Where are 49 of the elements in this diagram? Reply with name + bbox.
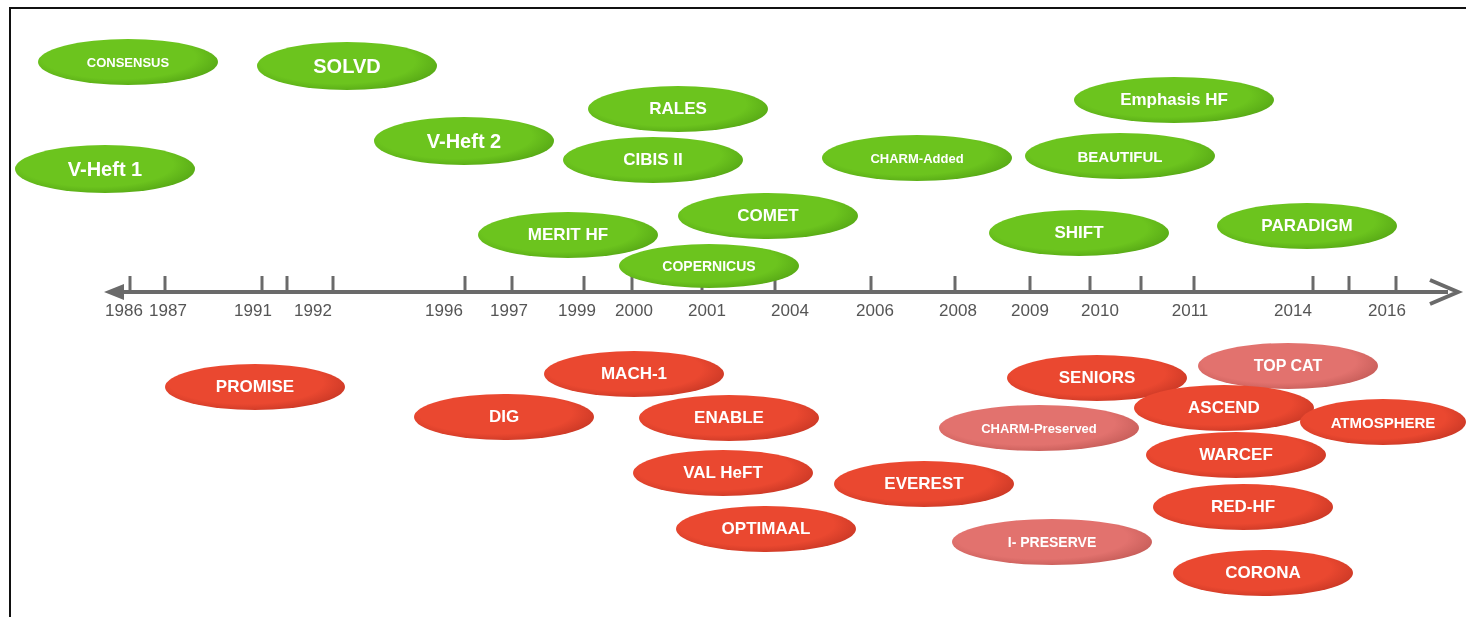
year-label: 1987 [149,301,187,321]
trial-name: CORONA [1225,563,1301,583]
trial-name: V-Heft 1 [67,157,143,181]
trial-name: I- PRESERVE [1007,534,1097,550]
year-label: 2000 [615,301,653,321]
year-label: 1997 [490,301,528,321]
trial-name: DIG [488,407,520,427]
year-label: 2016 [1368,301,1406,321]
trial-name: V-Heft 2 [426,129,502,153]
trial-name: Emphasis HF [1120,90,1228,110]
trial-name: TOP CAT [1253,357,1323,375]
trial-ellipse [1134,385,1314,431]
trial-name: SHIFT [1054,223,1104,243]
trial-name: ENABLE [694,408,764,428]
year-label: 2009 [1011,301,1049,321]
trial-name: CHARM-Added [870,150,964,166]
trial-name: PARADIGM [1261,216,1353,236]
year-label: 1992 [294,301,332,321]
trial-name: ATMOSPHERE [1330,413,1436,431]
year-label: 1999 [558,301,596,321]
year-label: 2008 [939,301,977,321]
trial-name: CIBIS II [623,150,683,170]
trial-name: SENIORS [1058,368,1136,388]
trial-name: ASCEND [1188,398,1260,418]
year-label: 1996 [425,301,463,321]
year-label: 2001 [688,301,726,321]
year-label: 2004 [771,301,809,321]
year-label: 2011 [1171,301,1209,321]
year-label: 1991 [234,301,272,321]
trial-name: SOLVD [313,54,381,78]
year-label: 1986 [105,301,143,321]
trial-name: COPERNICUS [662,258,756,274]
trial-name: EVEREST [884,474,964,494]
trial-name: CONSENSUS [86,54,170,70]
year-label: 2006 [856,301,894,321]
trial-name: MERIT HF [527,225,609,245]
year-label: 2010 [1081,301,1119,321]
trial-name: MACH-1 [600,364,668,384]
trial-name: OPTIMAAL [721,519,811,539]
trial-name: WARCEF [1199,445,1273,465]
trial-name: COMET [737,206,799,226]
year-label: 2014 [1274,301,1312,321]
trial-name: RALES [649,99,707,119]
trial-name: BEAUTIFUL [1077,147,1163,165]
trial-name: RED-HF [1210,497,1276,517]
trial-name: PROMISE [215,377,295,397]
trial-ellipse [1300,399,1466,445]
trial-name: VAL HeFT [683,463,763,483]
trial-name: CHARM-Preserved [981,420,1097,436]
